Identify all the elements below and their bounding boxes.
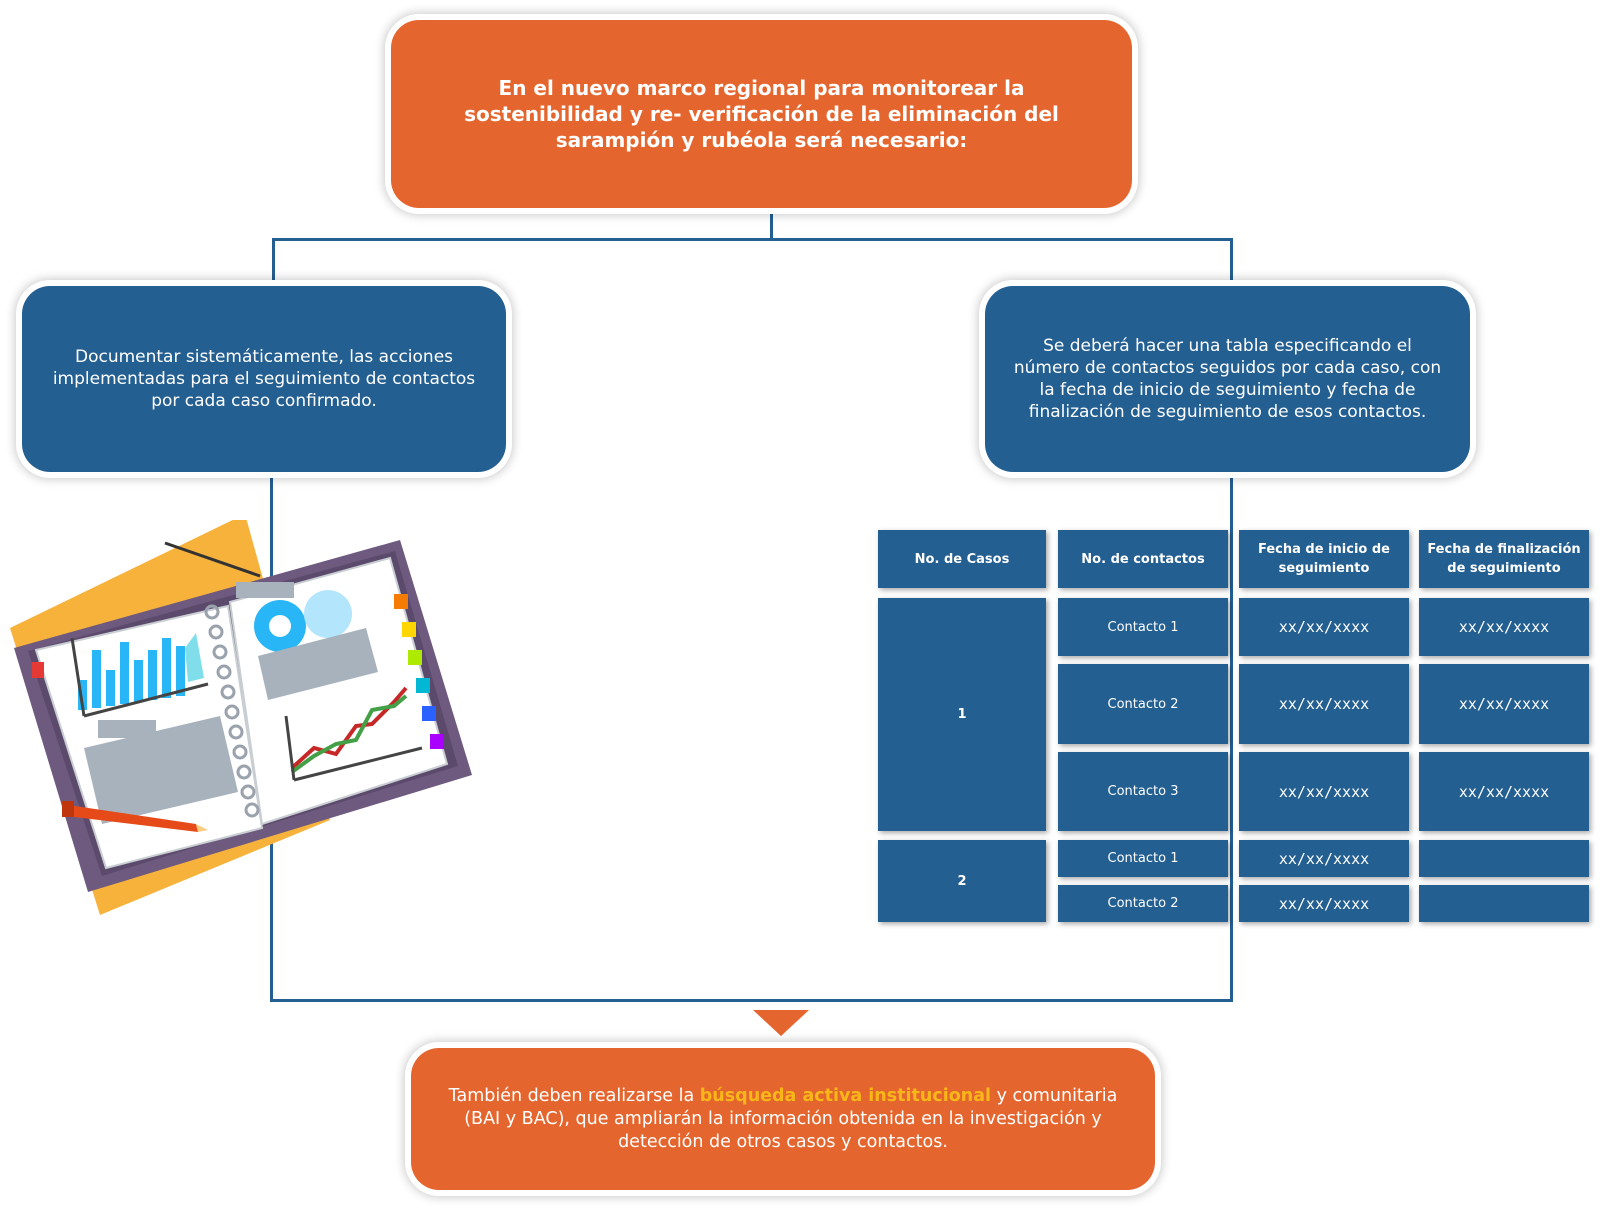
- connector-top-horizontal: [272, 238, 1233, 241]
- connector-top-stem: [770, 208, 773, 240]
- table-case-1: 1: [878, 598, 1046, 831]
- title-text: En el nuevo marco regional para monitore…: [464, 76, 1059, 152]
- table-start-date-cell: xx/xx/xxxx: [1239, 840, 1409, 877]
- connector-right-vertical: [1230, 472, 1233, 1002]
- table-header-cases: No. de Casos: [878, 530, 1046, 588]
- table-instruction-text: Se deberá hacer una tabla especificando …: [1013, 336, 1442, 422]
- table-contact-cell: Contacto 1: [1058, 840, 1228, 877]
- table-end-date-cell: [1419, 840, 1589, 877]
- table-start-date-cell: xx/xx/xxxx: [1239, 885, 1409, 922]
- table-start-date-cell: xx/xx/xxxx: [1239, 598, 1409, 656]
- down-arrow-icon: [753, 1010, 809, 1036]
- connector-right-drop: [1230, 238, 1233, 286]
- active-search-text: También deben realizarse la búsqueda act…: [447, 1085, 1119, 1154]
- table-contact-cell: Contacto 2: [1058, 664, 1228, 744]
- active-search-text-start: También deben realizarse la: [448, 1085, 700, 1106]
- table-end-date-cell: xx/xx/xxxx: [1419, 598, 1589, 656]
- active-search-text-end: y comunitaria (BAI y BAC), que ampliarán…: [464, 1085, 1118, 1152]
- table-end-date-cell: [1419, 885, 1589, 922]
- table-contact-cell: Contacto 3: [1058, 752, 1228, 831]
- table-instruction-box: Se deberá hacer una tabla especificando …: [985, 286, 1470, 472]
- table-header-start-date: Fecha de inicio de seguimiento: [1239, 530, 1409, 588]
- documentation-text: Documentar sistemáticamente, las accione…: [52, 347, 476, 411]
- connector-bottom-horizontal: [270, 999, 1233, 1002]
- connector-left-drop: [272, 238, 275, 286]
- table-contact-cell: Contacto 2: [1058, 885, 1228, 922]
- table-end-date-cell: xx/xx/xxxx: [1419, 664, 1589, 744]
- active-search-box: También deben realizarse la búsqueda act…: [411, 1048, 1155, 1190]
- notebook-illustration-icon: [10, 520, 472, 915]
- title-box: En el nuevo marco regional para monitore…: [391, 20, 1132, 208]
- table-case-2: 2: [878, 840, 1046, 922]
- active-search-highlight: búsqueda activa institucional: [699, 1085, 992, 1106]
- table-header-contacts: No. de contactos: [1058, 530, 1228, 588]
- table-start-date-cell: xx/xx/xxxx: [1239, 664, 1409, 744]
- table-start-date-cell: xx/xx/xxxx: [1239, 752, 1409, 831]
- table-contact-cell: Contacto 1: [1058, 598, 1228, 656]
- table-header-end-date: Fecha de finalización de seguimiento: [1419, 530, 1589, 588]
- table-end-date-cell: xx/xx/xxxx: [1419, 752, 1589, 831]
- documentation-box: Documentar sistemáticamente, las accione…: [22, 286, 506, 472]
